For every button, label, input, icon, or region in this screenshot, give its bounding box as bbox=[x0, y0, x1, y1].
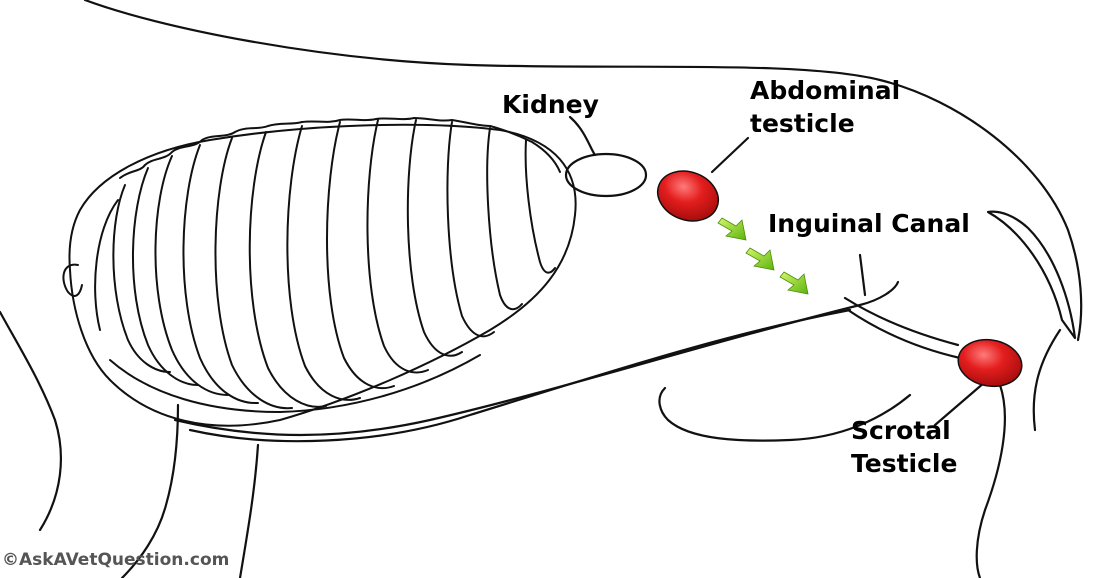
scrotal-testicle bbox=[957, 338, 1023, 388]
kidney-label-text: Kidney bbox=[502, 90, 599, 119]
abdominal-label-line-2: testicle bbox=[750, 109, 855, 138]
inguinal-canal-label: Inguinal Canal bbox=[768, 207, 970, 240]
rump-outline bbox=[986, 210, 1077, 340]
descent-arrow-3 bbox=[779, 271, 809, 295]
abdominal-label-line-1: Abdominal bbox=[750, 76, 901, 105]
kidney-leader-line bbox=[568, 115, 597, 157]
copyright-notice: ©AskAVetQuestion.com bbox=[2, 550, 230, 570]
abdominal-testicle-label: Abdominal testicle bbox=[750, 74, 900, 140]
descent-arrow-1 bbox=[717, 217, 747, 241]
back-outline bbox=[83, 0, 1083, 342]
inguinal-canal-tube bbox=[843, 296, 960, 347]
kidney-shape bbox=[564, 152, 648, 198]
front-leg-outline bbox=[120, 403, 180, 578]
scrotal-label-line-2: Testicle bbox=[851, 449, 958, 478]
rib-cage bbox=[62, 116, 577, 427]
hind-leg-outline bbox=[975, 383, 1006, 578]
abdominal-testicle bbox=[656, 170, 720, 222]
kidney-label: Kidney bbox=[502, 88, 599, 121]
abdominal-leader-line bbox=[710, 136, 750, 174]
scrotal-leader-line bbox=[933, 380, 987, 427]
shoulder-outline bbox=[0, 310, 63, 532]
scrotal-label-line-1: Scrotal bbox=[851, 416, 951, 445]
inguinal-label-text: Inguinal Canal bbox=[768, 209, 970, 238]
descent-arrow-2 bbox=[745, 247, 775, 271]
descent-arrows bbox=[717, 217, 809, 295]
scrotal-testicle-label: Scrotal Testicle bbox=[851, 414, 957, 480]
sheath-outline bbox=[658, 386, 912, 442]
